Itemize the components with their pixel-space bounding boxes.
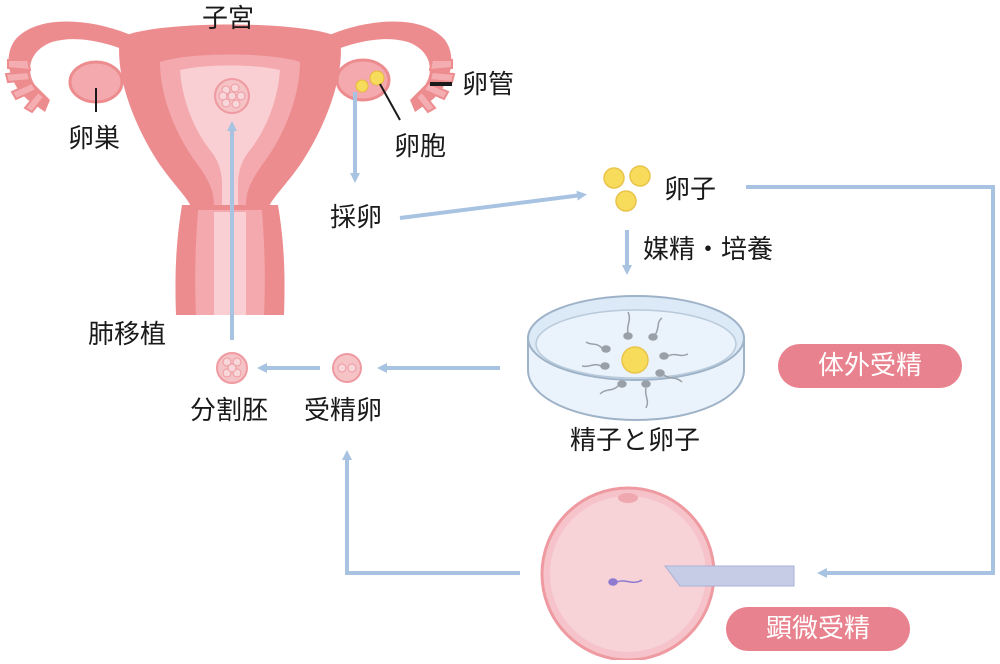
injected-sperm-icon <box>608 578 643 586</box>
implanted-embryo-icon <box>214 78 250 114</box>
flow-arrows <box>227 92 995 578</box>
left-fimbriae <box>4 59 46 114</box>
label-egg: 卵子 <box>664 175 717 205</box>
petri-dish-icon <box>527 295 745 422</box>
arrow-icsi-to-fertilized <box>342 450 520 575</box>
label-insemination-culture: 媒精・培養 <box>643 235 774 265</box>
arrow-egg-to-icsi <box>746 185 995 578</box>
egg-cluster-icon <box>603 165 651 212</box>
label-ovary: 卵巣 <box>68 124 121 154</box>
left-fallopian-tube <box>8 21 150 112</box>
egg-in-dish-icon <box>621 346 649 374</box>
label-embryo-transfer: 肺移植 <box>88 320 167 350</box>
pipette-icon <box>664 565 795 587</box>
label-fertilized-egg: 受精卵 <box>304 396 383 426</box>
badge-ivf: 体外受精 <box>778 344 962 388</box>
follicle-icon <box>355 79 369 93</box>
cleaved-embryo-icon <box>216 352 248 384</box>
label-uterus: 子宮 <box>202 4 255 34</box>
right-fimbriae <box>414 59 456 114</box>
right-fallopian-tube <box>310 21 452 112</box>
badge-icsi: 顕微受精 <box>726 607 910 651</box>
label-follicle: 卵胞 <box>394 132 447 162</box>
label-egg-retrieval: 採卵 <box>330 203 383 233</box>
follicle-icon-2 <box>369 70 385 86</box>
arrow-retrieval-to-egg <box>399 190 587 220</box>
label-fallopian-tube: 卵管 <box>462 70 515 100</box>
icsi-oocyte-icon <box>540 486 795 662</box>
fertilized-egg-icon <box>332 353 362 383</box>
label-cleaved-embryo: 分割胚 <box>190 396 269 426</box>
sperm-icons <box>581 311 689 409</box>
label-sperm-and-egg: 精子と卵子 <box>570 426 701 456</box>
follicle-leader-line <box>379 83 401 121</box>
